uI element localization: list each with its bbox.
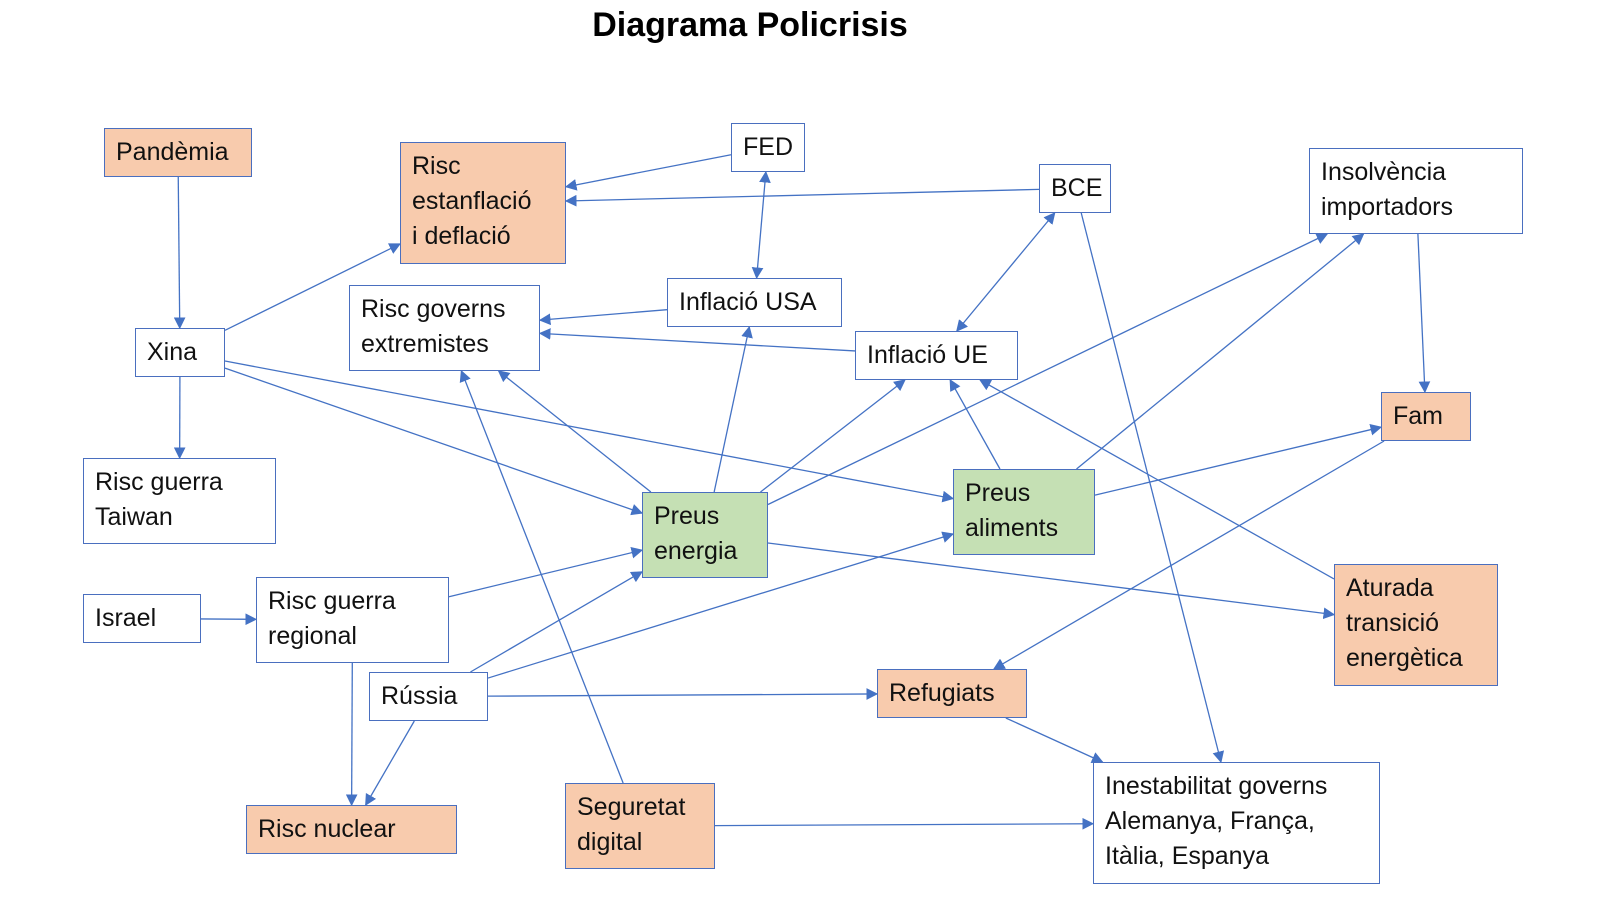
edge-inflacio_usa-to-risc_governs	[538, 309, 668, 326]
node-bce[interactable]: BCE	[1039, 164, 1111, 213]
node-inflacio-ue[interactable]: Inflació UE	[855, 331, 1018, 380]
node-risc-nuclear[interactable]: Risc nuclear	[246, 805, 457, 854]
node-risc-guerra-regional[interactable]: Risc guerra regional	[256, 577, 449, 663]
node-risc-estanflacio[interactable]: Risc estanflació i deflació	[400, 142, 566, 264]
edge-xina-to-risc_estanflacio	[224, 243, 402, 331]
edge-xina-to-preus_aliments	[224, 360, 955, 503]
edge-seguretat-to-inestabilitat	[714, 817, 1095, 830]
edge-russia-to-refugiats	[487, 688, 879, 700]
diagram-title: Diagrama Policrisis	[592, 6, 908, 44]
edge-preus_aliments-to-insolvencia	[1076, 233, 1365, 470]
node-risc-governs-extremistes[interactable]: Risc governs extremistes	[349, 285, 540, 371]
edge-seguretat-to-risc_governs	[459, 369, 624, 784]
edge-pandemia-to-xina	[173, 176, 186, 330]
node-inestabilitat-governs[interactable]: Inestabilitat governs Alemanya, França, …	[1093, 762, 1380, 884]
node-seguretat-digital[interactable]: Seguretat digital	[565, 783, 715, 869]
node-inflacio-usa[interactable]: Inflació USA	[667, 278, 842, 327]
node-risc-guerra-taiwan[interactable]: Risc guerra Taiwan	[83, 458, 276, 544]
node-pandemia[interactable]: Pandèmia	[104, 128, 252, 177]
node-russia[interactable]: Rússia	[369, 672, 488, 721]
edge-bce-to-inestabilitat	[1080, 212, 1225, 764]
node-fam[interactable]: Fam	[1381, 392, 1471, 441]
edge-aturada-to-inflacio_ue	[979, 379, 1335, 580]
edge-russia-to-preus_energia	[470, 571, 644, 673]
node-xina[interactable]: Xina	[135, 328, 225, 377]
edge-preus_energia-to-inflacio_ue	[760, 379, 906, 493]
node-preus-energia[interactable]: Preus energia	[642, 492, 768, 578]
edge-insolvencia-to-fam	[1417, 233, 1431, 394]
edge-inflacio_ue-to-risc_governs	[538, 328, 856, 352]
edge-preus_energia-to-risc_governs	[497, 370, 652, 493]
node-israel[interactable]: Israel	[83, 594, 201, 643]
edge-russia-to-preus_aliments	[487, 531, 955, 679]
node-aturada-transicio-energetica[interactable]: Aturada transició energètica	[1334, 564, 1498, 686]
edge-risc_regional-to-risc_nuclear	[345, 662, 358, 807]
edge-preus_energia-to-aturada	[767, 542, 1336, 620]
edge-risc_regional-to-preus_energia	[448, 546, 644, 598]
edge-russia-to-risc_nuclear	[365, 720, 415, 807]
node-refugiats[interactable]: Refugiats	[877, 669, 1027, 718]
edge-xina-to-preus_energia	[224, 367, 644, 516]
node-preus-aliments[interactable]: Preus aliments	[953, 469, 1095, 555]
node-fed[interactable]: FED	[731, 123, 805, 172]
edge-preus_energia-to-insolvencia	[767, 233, 1329, 506]
edge-refugiats-to-inestabilitat	[1005, 717, 1104, 763]
edge-fed-to-inflacio_usa	[751, 170, 771, 280]
node-insolvencia-importadors[interactable]: Insolvència importadors	[1309, 148, 1523, 234]
edge-fed-to-risc_estanflacio	[564, 154, 732, 191]
edge-preus_aliments-to-inflacio_ue	[949, 378, 1001, 470]
edge-preus_energia-to-inflacio_usa	[713, 325, 753, 493]
edge-bce-to-risc_estanflacio	[564, 188, 1040, 207]
edge-preus_aliments-to-fam	[1094, 423, 1383, 496]
edge-bce-to-inflacio_ue	[956, 212, 1056, 332]
edge-fam-to-refugiats	[992, 440, 1385, 670]
